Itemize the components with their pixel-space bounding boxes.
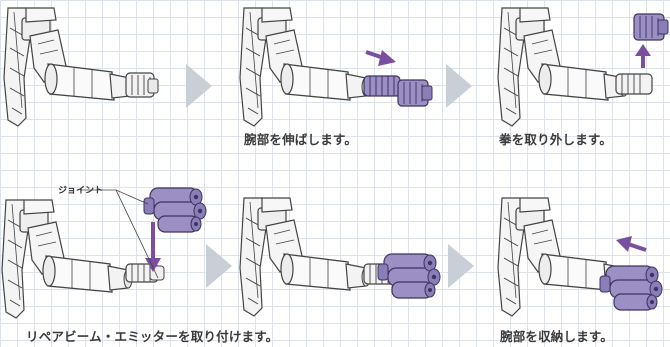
step-arrow-icon bbox=[186, 64, 212, 108]
step-3-caption: 拳を取り外します。 bbox=[499, 132, 613, 147]
step-3-illustration bbox=[497, 7, 669, 127]
step-arrow-icon bbox=[448, 244, 474, 288]
step-2-illustration bbox=[239, 7, 433, 127]
step-4-caption: リペアビーム・エミッターを取り付けます。 bbox=[26, 329, 279, 344]
step-arrow-icon bbox=[446, 64, 472, 108]
step-6-caption: 腕部を収納します。 bbox=[500, 329, 614, 344]
step-5-illustration bbox=[239, 197, 441, 317]
step-6-illustration bbox=[497, 197, 663, 317]
joint-callout-label: ジョイント bbox=[58, 186, 104, 196]
step-2-caption: 腕部を伸ばします。 bbox=[244, 132, 358, 147]
step-arrow-icon bbox=[206, 244, 232, 288]
step-1-illustration bbox=[3, 7, 159, 127]
step-4-illustration bbox=[1, 187, 207, 319]
